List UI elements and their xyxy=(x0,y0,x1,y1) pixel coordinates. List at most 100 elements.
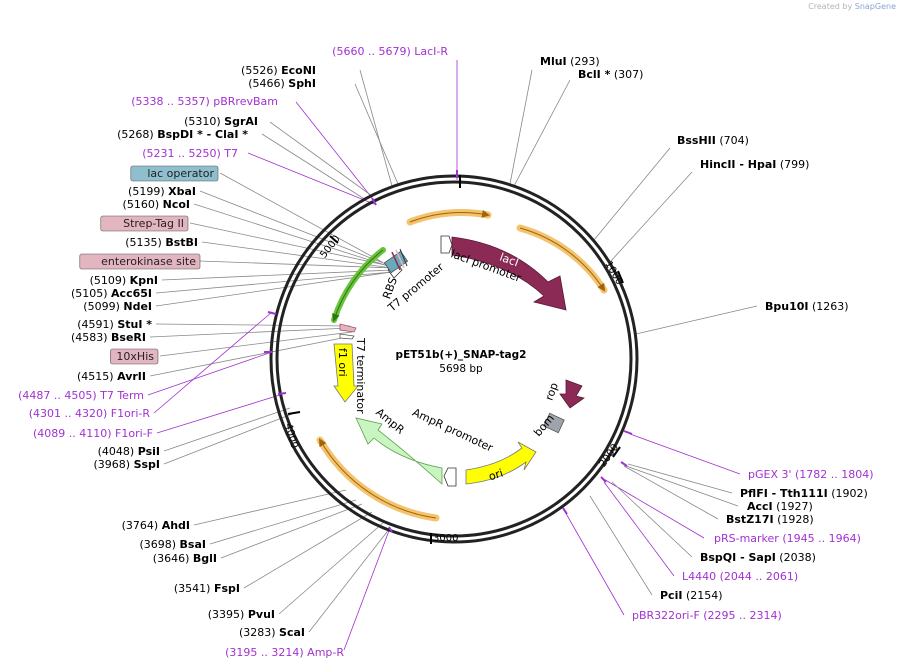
primer-label[interactable]: (4089 .. 4110) F1ori-F xyxy=(33,427,153,440)
leader-line xyxy=(269,121,373,197)
leader-line xyxy=(219,172,383,263)
leader-line xyxy=(147,351,273,396)
enzyme-label[interactable]: (3968) SspI xyxy=(93,458,160,471)
enzyme-label[interactable]: BspQI - SapI (2038) xyxy=(700,551,816,564)
leader-line xyxy=(163,407,291,452)
primer-label[interactable]: L4440 (2044 .. 2061) xyxy=(682,570,798,583)
feature-tag-box xyxy=(110,348,159,365)
enzyme-label[interactable]: (5526) EcoNI xyxy=(241,64,316,77)
leader-line xyxy=(623,465,719,520)
ampr-promoter-label: AmpR promoter xyxy=(410,406,495,455)
tick-mark-5000 xyxy=(329,235,339,244)
tick-label-4000: 4000 xyxy=(282,422,299,449)
enzyme-label[interactable]: (5199) XbaI xyxy=(128,185,196,198)
feature-tag-box xyxy=(79,253,201,270)
tick-label-1000: 1000 xyxy=(602,259,624,287)
feature-tag-box xyxy=(100,215,189,232)
orange-arc-bottom xyxy=(316,436,440,522)
enzyme-label[interactable]: (5466) SphI xyxy=(248,77,316,90)
enzyme-label[interactable]: BstZ17I (1928) xyxy=(726,513,814,526)
site-labels: (5660 .. 5679) LacI-R (5526) EcoNI(5466) … xyxy=(18,45,874,659)
leader-line xyxy=(627,463,733,494)
enzyme-label[interactable]: (5310) SgrAI xyxy=(184,115,258,128)
feature-tag-label[interactable]: lac operator xyxy=(147,167,214,180)
enzyme-label[interactable]: (5105) Acc65I xyxy=(71,287,152,300)
leader-line xyxy=(199,190,387,265)
enzyme-label[interactable]: Bpu10I (1263) xyxy=(765,300,849,313)
primer-label[interactable]: pGEX 3' (1782 .. 1804) xyxy=(748,468,874,481)
feature-tag-label[interactable]: 10xHis xyxy=(116,350,154,363)
enzyme-label[interactable]: (3541) FspI xyxy=(174,582,240,595)
primer-label[interactable]: (4301 .. 4320) F1ori-R xyxy=(29,407,151,420)
f1-ori-label: f1 ori xyxy=(336,348,349,377)
primer-label[interactable]: (5231 .. 5250) T7 xyxy=(142,147,238,160)
enzyme-label[interactable]: (3395) PvuI xyxy=(208,608,275,621)
leader-line xyxy=(163,413,293,465)
leader-line xyxy=(629,433,741,475)
rop-label: rop xyxy=(543,381,561,402)
leader-line xyxy=(635,305,758,335)
primer-label[interactable]: (3195 .. 3214) Amp-R xyxy=(225,646,344,659)
enzyme-label[interactable]: (5160) NcoI xyxy=(123,198,190,211)
enzyme-label[interactable]: (5135) BstBI xyxy=(125,236,198,249)
orange-arc-top-line xyxy=(409,209,490,223)
enzyme-label[interactable]: (4515) AvrII xyxy=(77,370,146,383)
feature-tag-box xyxy=(130,165,219,182)
enzyme-label[interactable]: PflFI - Tth111I (1902) xyxy=(740,487,868,500)
lacI-label: lacI xyxy=(498,251,520,270)
tick-mark-4000 xyxy=(287,411,301,415)
t7-terminator-mark-2 xyxy=(339,333,355,340)
backbone-inner-circle xyxy=(275,180,633,538)
enzyme-label[interactable]: (3764) AhdI xyxy=(122,519,190,532)
feature-tag-label[interactable]: Strep-Tag II xyxy=(123,217,184,230)
leader-line xyxy=(295,101,373,199)
enzyme-label[interactable]: PciI (2154) xyxy=(660,589,723,602)
t7-terminator-mark xyxy=(339,323,357,333)
enzyme-label[interactable]: (3698) BsaI xyxy=(139,538,206,551)
credit-prefix: Created by xyxy=(808,2,853,11)
ori-arrow xyxy=(465,441,537,485)
plasmid-length: 5698 bp xyxy=(439,363,483,375)
enzyme-label[interactable]: (3646) BglI xyxy=(153,552,217,565)
plasmid-name: pET51b(+)_SNAP-tag2 xyxy=(396,349,527,361)
enzyme-label[interactable]: (5268) BspDI * - ClaI * xyxy=(117,128,248,141)
leader-line xyxy=(589,495,653,596)
leader-line xyxy=(354,83,399,185)
green-arc xyxy=(331,247,386,323)
snapgene-brand: SnapGene xyxy=(854,2,896,11)
enzyme-label[interactable]: AccI (1927) xyxy=(747,500,813,513)
tick-mark-2000 xyxy=(612,446,621,458)
leader-line xyxy=(603,481,675,577)
leader-line xyxy=(156,393,284,434)
enzyme-label[interactable]: (3283) ScaI xyxy=(239,626,305,639)
leader-line xyxy=(513,79,571,187)
leader-line xyxy=(359,69,393,187)
primer-label[interactable]: pBR322ori-F (2295 .. 2314) xyxy=(632,609,782,622)
enzyme-label[interactable]: (4591) StuI * xyxy=(77,318,152,331)
primer-label[interactable]: (5338 .. 5357) pBRrevBam xyxy=(131,95,278,108)
primer-label[interactable]: (5660 .. 5679) LacI-R xyxy=(332,45,448,58)
features: lacI lacI promoter rop bom ori AmpR prom… xyxy=(316,209,608,522)
green-arc-line xyxy=(332,249,384,322)
enzyme-label[interactable]: (4583) BseRI xyxy=(71,331,146,344)
leader-line xyxy=(563,509,625,616)
leader-line xyxy=(201,241,393,269)
ampr-promoter-arrow xyxy=(443,467,457,487)
leader-line xyxy=(343,527,391,651)
lacI-arrow xyxy=(451,236,567,311)
enzyme-label[interactable]: (5099) NdeI xyxy=(83,300,152,313)
leader-line xyxy=(247,152,375,205)
tick-label-5000: 5000 xyxy=(318,234,342,261)
enzyme-label[interactable]: HincII - HpaI (799) xyxy=(700,158,809,171)
primer-label[interactable]: (4487 .. 4505) T7 Term xyxy=(18,389,144,402)
primer-label[interactable]: pRS-marker (1945 .. 1964) xyxy=(714,532,861,545)
enzyme-label[interactable]: BclI * (307) xyxy=(578,68,643,81)
enzyme-label[interactable]: MluI (293) xyxy=(540,55,600,68)
leader-line xyxy=(625,465,739,507)
enzyme-label[interactable]: (4048) PsiI xyxy=(98,445,160,458)
feature-tag-label[interactable]: enterokinase site xyxy=(101,255,196,268)
enzyme-label[interactable]: BssHII (704) xyxy=(677,134,749,147)
leader-line xyxy=(153,311,273,414)
enzyme-label[interactable]: (5109) KpnI xyxy=(90,274,158,287)
